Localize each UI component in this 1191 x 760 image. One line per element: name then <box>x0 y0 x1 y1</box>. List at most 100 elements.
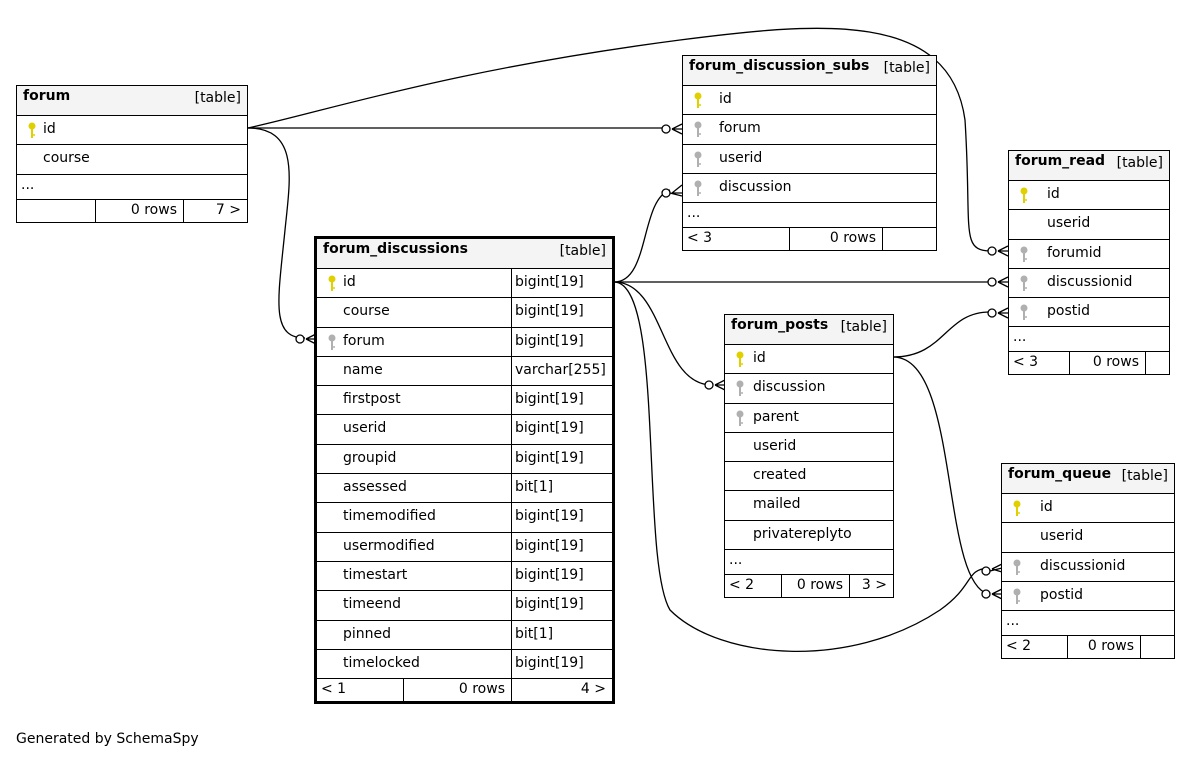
column-name: timestart <box>343 566 408 583</box>
parents-count[interactable]: < 3 <box>1013 354 1039 371</box>
column-name: pinned <box>343 625 392 642</box>
column-row[interactable]: privatereplyto <box>725 521 893 551</box>
column-row[interactable]: id <box>683 86 936 116</box>
column-type: bigint[19] <box>515 449 584 466</box>
foreign-key-icon <box>733 380 747 398</box>
column-row[interactable]: userid <box>683 145 936 174</box>
column-name: forumid <box>1047 244 1102 261</box>
column-row[interactable]: postid <box>1002 582 1174 612</box>
row-count: 0 rows <box>796 577 843 594</box>
table-footer: < 1 0 rows 4 > <box>317 679 612 702</box>
column-row[interactable]: id <box>1002 494 1174 524</box>
column-row[interactable]: userid <box>1002 523 1174 553</box>
table-forum-read[interactable]: forum_read [table] id userid forumid dis… <box>1008 150 1170 376</box>
column-name: privatereplyto <box>753 525 852 542</box>
column-row[interactable]: course <box>17 145 247 175</box>
table-name: forum <box>23 88 71 104</box>
table-type: [table] <box>840 319 887 335</box>
column-name: discussionid <box>1040 557 1126 574</box>
edge-forum-to-read <box>247 27 991 252</box>
column-type: bigint[19] <box>515 303 584 320</box>
more-columns: ... <box>1002 611 1174 637</box>
column-type: bigint[19] <box>515 566 584 583</box>
foreign-key-icon <box>325 334 339 352</box>
edge-discussions-to-queue <box>613 281 989 652</box>
column-name: timelocked <box>343 654 420 671</box>
table-type: [table] <box>1121 468 1168 484</box>
table-name: forum_discussion_subs <box>689 58 870 74</box>
column-row[interactable]: id <box>1009 181 1169 211</box>
table-forum-posts[interactable]: forum_posts [table] id discussion parent… <box>724 314 894 599</box>
children-count[interactable]: 3 > <box>861 577 887 594</box>
column-row[interactable]: timestart bigint[19] <box>317 561 612 592</box>
table-header: forum_discussion_subs [table] <box>683 56 936 86</box>
column-name: firstpost <box>343 391 401 408</box>
column-type: bit[1] <box>515 479 554 496</box>
table-name: forum_posts <box>731 317 829 333</box>
column-name: discussion <box>719 178 792 195</box>
primary-key-icon <box>733 351 747 369</box>
column-name: id <box>753 350 766 366</box>
edge-posts-to-queue <box>892 356 989 595</box>
table-header: forum_discussions [table] <box>317 239 612 269</box>
primary-key-icon <box>691 92 705 110</box>
table-footer: < 3 0 rows <box>1009 352 1169 375</box>
column-row[interactable]: mailed <box>725 491 893 521</box>
children-count[interactable]: 4 > <box>580 681 606 698</box>
column-row[interactable]: forumid <box>1009 240 1169 269</box>
table-forum[interactable]: forum [table] id course ... 0 rows 7 > <box>16 85 248 223</box>
column-row[interactable]: discussion <box>725 374 893 404</box>
column-row[interactable]: userid <box>725 433 893 463</box>
column-row[interactable]: discussion <box>683 174 936 204</box>
edge-discussions-to-posts <box>613 281 713 386</box>
column-row[interactable]: created <box>725 462 893 492</box>
table-forum-discussion-subs[interactable]: forum_discussion_subs [table] id forum u… <box>682 55 937 252</box>
column-name: course <box>43 150 90 167</box>
row-count: 0 rows <box>829 230 876 247</box>
column-row[interactable]: parent <box>725 404 893 433</box>
column-type: bigint[19] <box>515 274 584 290</box>
column-type: bigint[19] <box>515 654 584 671</box>
column-row[interactable]: id <box>17 116 247 146</box>
parents-count[interactable]: < 1 <box>321 681 347 698</box>
column-type: bit[1] <box>515 625 554 642</box>
foreign-key-icon <box>691 180 705 198</box>
column-row[interactable]: forum <box>683 115 936 145</box>
table-forum-queue[interactable]: forum_queue [table] id userid discussion… <box>1001 463 1175 660</box>
table-type: [table] <box>559 243 606 259</box>
parents-count[interactable]: < 3 <box>687 230 713 247</box>
more-columns: ... <box>1009 327 1169 353</box>
row-count: 0 rows <box>1092 354 1139 371</box>
column-row[interactable]: postid <box>1009 298 1169 328</box>
column-name: timemodified <box>343 508 436 525</box>
column-row[interactable]: discussionid <box>1002 553 1174 582</box>
column-row[interactable]: discussionid <box>1009 269 1169 299</box>
table-footer: < 2 0 rows 3 > <box>725 575 893 598</box>
edge-posts-to-read <box>892 311 991 358</box>
children-count[interactable]: 7 > <box>215 201 241 218</box>
foreign-key-icon <box>691 121 705 139</box>
parents-count[interactable]: < 2 <box>1006 638 1032 655</box>
column-row[interactable]: userid <box>1009 210 1169 240</box>
column-name: postid <box>1047 303 1091 320</box>
column-row[interactable]: timelocked bigint[19] <box>317 649 612 680</box>
column-name: id <box>1040 499 1053 515</box>
column-row[interactable]: id <box>725 345 893 375</box>
table-footer: < 3 0 rows <box>683 228 936 251</box>
table-header: forum_read [table] <box>1009 151 1169 181</box>
column-name: userid <box>1040 528 1084 545</box>
parents-count[interactable]: < 2 <box>729 577 755 594</box>
column-row[interactable]: pinned bit[1] <box>317 620 612 650</box>
